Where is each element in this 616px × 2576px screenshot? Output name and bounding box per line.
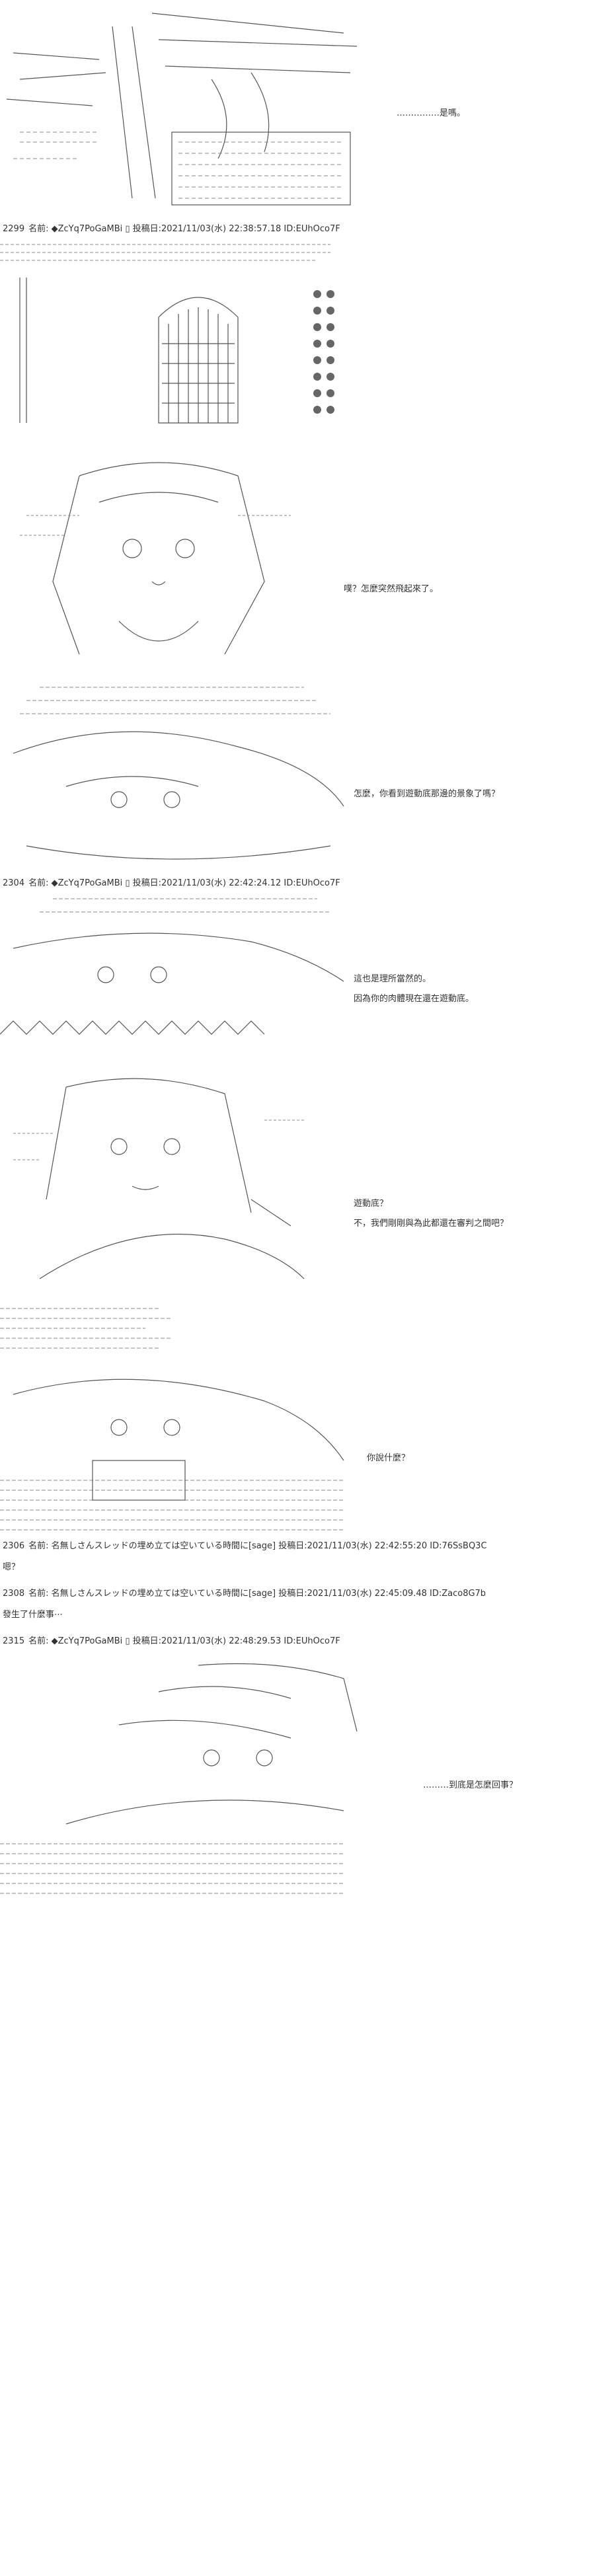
post-number: 2304 (3, 878, 25, 888)
dialogue-line: 噗？怎麼突然飛起來了。 (344, 584, 439, 594)
post-comment: 發生了什麼事⋯ (3, 1610, 63, 1620)
post-number: 2299 (3, 224, 25, 234)
tree-and-figure-art (0, 0, 370, 218)
dialogue-line: 這也是理所當然的。 (354, 974, 432, 984)
post-number: 2308 (3, 1589, 25, 1599)
dialogue-line: 遊動底？ (354, 1199, 389, 1209)
dialogue-line: ………到底是怎麼回事？ (423, 1780, 518, 1790)
boy-lying-art (0, 1302, 370, 1533)
post-meta: 名前: ◆ZcYq7PoGaMBi ▯ 投稿日:2021/11/03(水) 22… (28, 878, 340, 888)
post-comment: 嗯？ (3, 1562, 20, 1572)
girl-thinking-art (0, 1067, 370, 1292)
dialogue-line: 因為你的肉體現在還在遊動底。 (354, 994, 475, 1004)
post-meta: 名前: ◆ZcYq7PoGaMBi ▯ 投稿日:2021/11/03(水) 22… (28, 224, 340, 234)
dialogue-line: 不，我們剛剛與為此都還在審判之間吧？ (354, 1219, 509, 1229)
post-number: 2306 (3, 1541, 25, 1551)
girl-grass-art (0, 889, 370, 1054)
dialogue-line: 你說什麼？ (367, 1453, 410, 1463)
girl-lying-art (0, 674, 370, 872)
sleeping-figure-art (0, 1652, 370, 1903)
castle-door-art (0, 238, 370, 436)
post-number: 2315 (3, 1636, 25, 1646)
post-meta: 名前: 名無しさんスレッドの埋め立ては空いている時間に[sage] 投稿日:20… (28, 1589, 486, 1599)
dialogue-line: ……………是嗎。 (397, 108, 466, 118)
post-meta: 名前: 名無しさんスレッドの埋め立ては空いている時間に[sage] 投稿日:20… (28, 1541, 487, 1551)
girl-portrait-art-1 (0, 449, 370, 661)
post-meta: 名前: ◆ZcYq7PoGaMBi ▯ 投稿日:2021/11/03(水) 22… (28, 1636, 340, 1646)
dialogue-line: 怎麼，你看到遊動底那邊的景象了嗎？ (354, 789, 500, 799)
